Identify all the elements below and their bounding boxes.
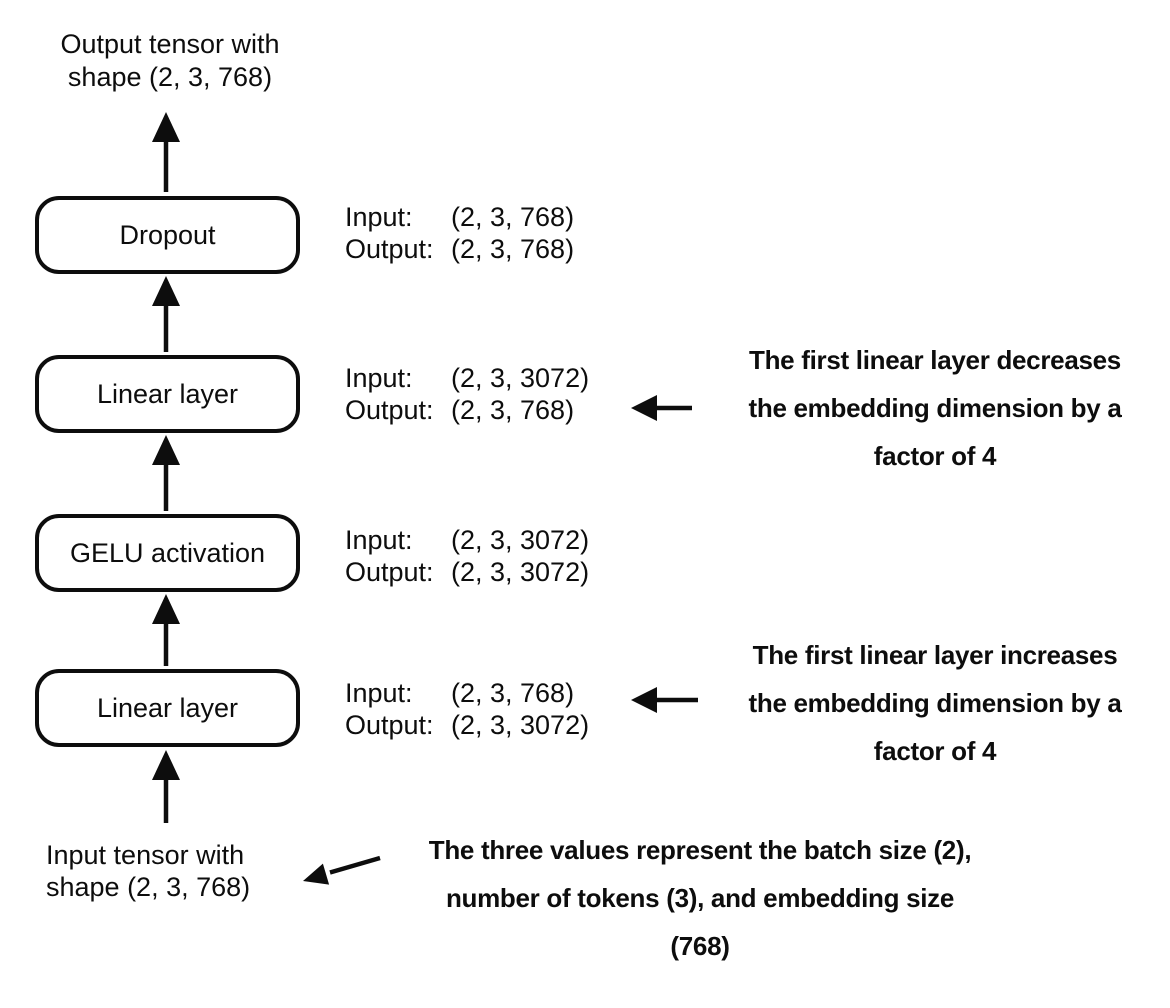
input-shape-value: (2, 3, 3072) <box>451 525 590 555</box>
arrow-input-to-linear1 <box>152 750 180 823</box>
output-tensor-caption-line1: Output tensor with <box>60 29 280 59</box>
annotation-line: number of tokens (3), and embedding size <box>445 883 955 913</box>
output-tensor-caption: Output tensor with shape (2, 3, 768) <box>25 28 315 94</box>
io-row-input: Input: (2, 3, 3072) <box>345 524 589 556</box>
input-label: Input: <box>345 678 413 708</box>
output-label: Output: <box>345 234 434 264</box>
input-label: Input: <box>345 363 413 393</box>
layer-box-gelu-label: GELU activation <box>69 537 266 568</box>
io-row-output: Output: (2, 3, 3072) <box>345 709 589 741</box>
layer-box-dropout-label: Dropout <box>119 219 216 250</box>
io-row-output: Output: (2, 3, 768) <box>345 394 589 426</box>
layer-box-gelu: GELU activation <box>35 514 300 592</box>
layer-box-linear-second-label: Linear layer <box>96 378 239 409</box>
input-tensor-caption-line2: shape (2, 3, 768) <box>46 872 251 902</box>
annotation-increase-dimension: The first linear layer increases the emb… <box>705 631 1165 775</box>
arrow-note-decrease-pointer <box>631 395 692 421</box>
io-shapes-gelu: Input: (2, 3, 3072) Output: (2, 3, 3072) <box>345 524 589 588</box>
annotation-line: The first linear layer increases <box>752 640 1118 670</box>
annotation-line: the embedding dimension by a <box>748 393 1122 423</box>
input-tensor-caption: Input tensor with shape (2, 3, 768) <box>46 839 346 903</box>
io-row-output: Output: (2, 3, 3072) <box>345 556 589 588</box>
input-label: Input: <box>345 525 413 555</box>
output-label: Output: <box>345 710 434 740</box>
io-shapes-linear-second: Input: (2, 3, 3072) Output: (2, 3, 768) <box>345 362 589 426</box>
arrow-note-increase-pointer <box>631 687 698 713</box>
annotation-line: factor of 4 <box>873 736 997 766</box>
output-shape-value: (2, 3, 3072) <box>451 557 590 587</box>
annotation-line: factor of 4 <box>873 441 997 471</box>
annotation-tensor-shape-meaning: The three values represent the batch siz… <box>390 826 1010 970</box>
arrow-gelu-to-linear2 <box>152 435 180 511</box>
annotation-decrease-dimension: The first linear layer decreases the emb… <box>705 336 1165 480</box>
arrow-linear2-to-dropout <box>152 276 180 352</box>
output-label: Output: <box>345 557 434 587</box>
annotation-line: The first linear layer decreases <box>749 345 1121 375</box>
io-shapes-linear-first: Input: (2, 3, 768) Output: (2, 3, 3072) <box>345 677 589 741</box>
layer-box-linear-second: Linear layer <box>35 355 300 433</box>
input-shape-value: (2, 3, 768) <box>451 678 575 708</box>
output-shape-value: (2, 3, 768) <box>451 395 575 425</box>
input-label: Input: <box>345 202 413 232</box>
layer-box-dropout: Dropout <box>35 196 300 274</box>
arrow-dropout-to-output <box>152 112 180 192</box>
io-row-input: Input: (2, 3, 3072) <box>345 362 589 394</box>
annotation-line: The three values represent the batch siz… <box>428 835 972 865</box>
output-tensor-caption-line2: shape (2, 3, 768) <box>67 62 273 92</box>
io-row-output: Output: (2, 3, 768) <box>345 233 574 265</box>
input-tensor-caption-line1: Input tensor with <box>46 840 245 870</box>
io-row-input: Input: (2, 3, 768) <box>345 201 574 233</box>
annotation-line: (768) <box>670 931 730 961</box>
annotation-line: the embedding dimension by a <box>748 688 1122 718</box>
layer-box-linear-first: Linear layer <box>35 669 300 747</box>
output-shape-value: (2, 3, 768) <box>451 234 575 264</box>
input-shape-value: (2, 3, 768) <box>451 202 575 232</box>
output-shape-value: (2, 3, 3072) <box>451 710 590 740</box>
arrow-linear1-to-gelu <box>152 594 180 666</box>
io-shapes-dropout: Input: (2, 3, 768) Output: (2, 3, 768) <box>345 201 574 265</box>
layer-box-linear-first-label: Linear layer <box>96 692 239 723</box>
input-shape-value: (2, 3, 3072) <box>451 363 590 393</box>
output-label: Output: <box>345 395 434 425</box>
io-row-input: Input: (2, 3, 768) <box>345 677 589 709</box>
